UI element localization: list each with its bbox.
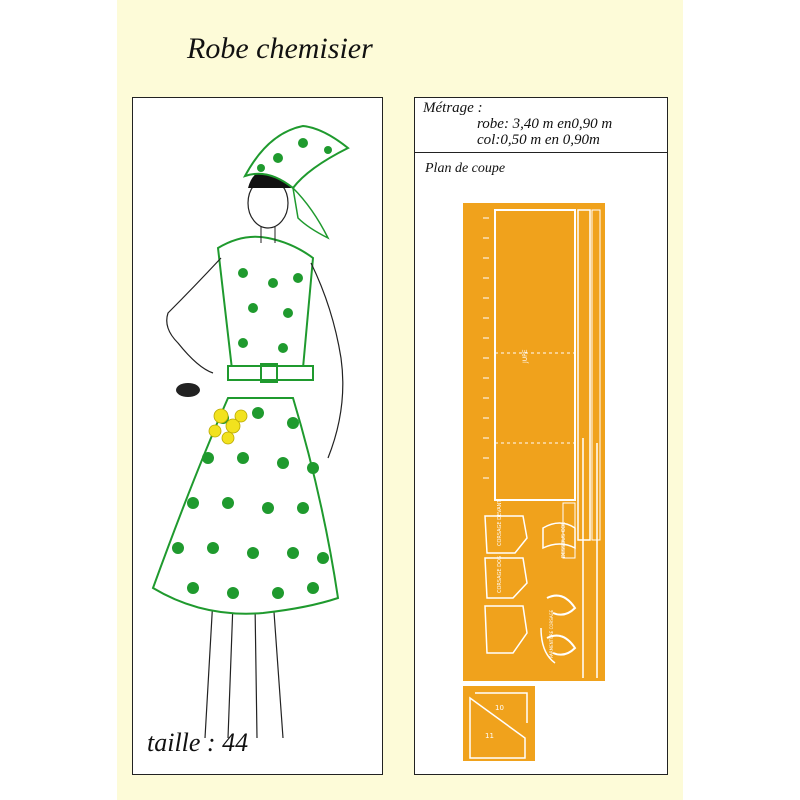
cutting-layout: 10 11 JUPE CORSAGE DEVANT CORSAGE DOS DE… (463, 203, 605, 761)
illustration-panel: taille : 44 (132, 97, 383, 775)
bodice-front-piece (484, 515, 528, 554)
bodice-back-piece (484, 557, 528, 599)
svg-text:CORSAGE DEVANT: CORSAGE DEVANT (497, 499, 503, 546)
svg-text:JUPE: JUPE (522, 349, 529, 364)
metrage-col: col:0,50 m en 0,90m (477, 132, 600, 148)
size-label: taille : 44 (147, 728, 249, 757)
page-title: Robe chemisier (187, 32, 373, 65)
fabric-main (463, 203, 605, 681)
fabric-requirements: Métrage : robe: 3,40 m en0,90 m col:0,50… (415, 98, 667, 153)
metrage-heading: Métrage : (423, 100, 483, 116)
cutting-plan-label: Plan de coupe (425, 161, 506, 176)
svg-text:PARMENTURE CORSAGE: PARMENTURE CORSAGE (549, 609, 554, 658)
skirt-piece (494, 209, 576, 501)
dress-illustration (151, 124, 350, 739)
fabric-collar (463, 686, 535, 761)
svg-text:CORSAGE DOS: CORSAGE DOS (497, 556, 503, 593)
svg-text:11: 11 (485, 732, 494, 740)
svg-text:10: 10 (495, 704, 504, 712)
cutting-plan-panel: Métrage : robe: 3,40 m en0,90 m col:0,50… (414, 97, 668, 775)
svg-text:DESSOUS COL: DESSOUS COL (561, 522, 567, 558)
metrage-robe: robe: 3,40 m en0,90 m (477, 116, 613, 132)
